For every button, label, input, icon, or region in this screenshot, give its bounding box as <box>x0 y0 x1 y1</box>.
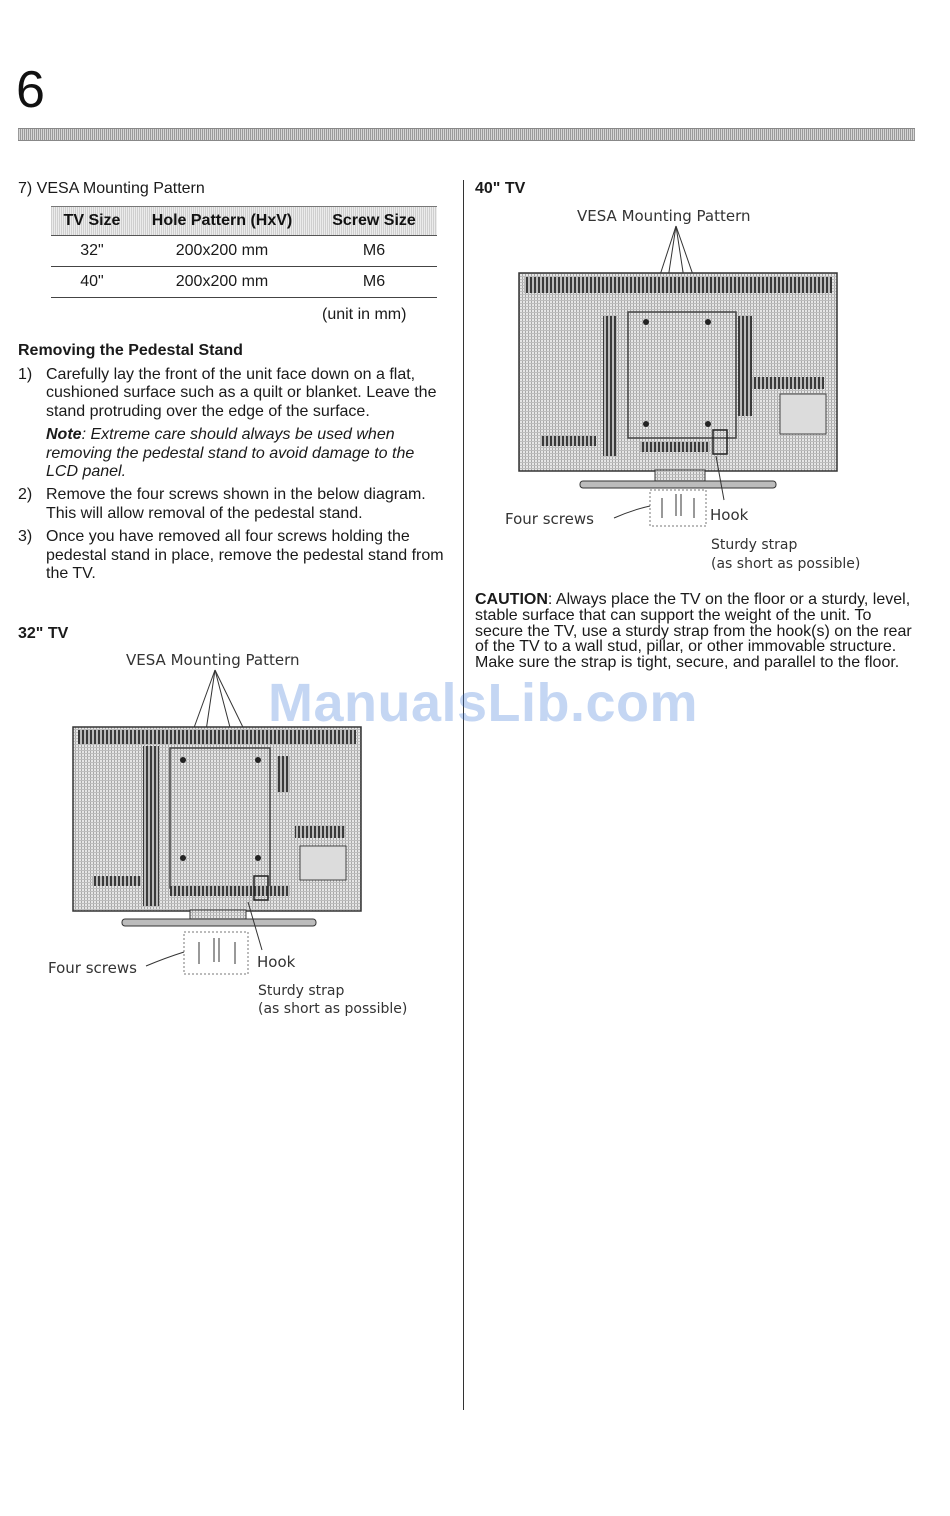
table-cell: 200x200 mm <box>133 235 311 267</box>
tv32-hook-label: Hook <box>257 953 296 971</box>
page-number: 6 <box>16 61 45 119</box>
tv32-stand-base <box>121 918 317 927</box>
tv40-mount-plate <box>627 311 737 439</box>
table-cell: 32" <box>51 235 133 267</box>
tv40-screws-detail <box>649 489 707 527</box>
step-number: 2) <box>18 486 33 504</box>
tv32-screw-icons <box>198 938 236 964</box>
steps-list: 1) Carefully lay the front of the unit f… <box>18 366 446 583</box>
tv32-strap-label: Sturdy strap <box>258 983 345 999</box>
step-text: Once you have removed all four screws ho… <box>46 528 444 583</box>
caution-text: : Always place the TV on the floor or a … <box>475 591 912 672</box>
tv40-vesa-label: VESA Mounting Pattern <box>577 207 751 225</box>
tv32-vent-bottom-center <box>170 886 290 896</box>
tv32-label-leaders <box>145 901 263 967</box>
tv32-hook <box>253 875 269 901</box>
table-header-row: TV Size Hole Pattern (HxV) Screw Size <box>51 206 437 236</box>
unit-note: (unit in mm) <box>322 306 407 323</box>
tv40-strap-label: Sturdy strap <box>711 537 798 553</box>
tv40-screw-holes <box>643 319 711 427</box>
tv32-top-vent <box>78 730 356 744</box>
table-row: 32" 200x200 mm M6 <box>51 235 437 267</box>
tv40-label-leaders <box>613 455 725 519</box>
step-number: 1) <box>18 366 33 383</box>
vesa-table: TV Size Hole Pattern (HxV) Screw Size 32… <box>51 206 437 298</box>
tv32-four-screws-label: Four screws <box>48 959 137 977</box>
removing-heading: Removing the Pedestal Stand <box>18 342 243 359</box>
table-cell: 40" <box>51 266 133 298</box>
tv40-vent-bottom <box>540 436 596 446</box>
tv32-terminal-panel <box>299 845 347 881</box>
watermark: ManualsLib.com <box>268 673 699 733</box>
step-text: Carefully lay the front of the unit face… <box>46 366 437 420</box>
header-rule <box>18 128 915 141</box>
table-row: 40" 200x200 mm M6 <box>51 266 437 298</box>
tv40-hook <box>712 429 728 455</box>
tv32-side-vent <box>143 746 159 906</box>
table-cell: M6 <box>311 235 437 267</box>
note-text: : Extreme care should always be used whe… <box>46 426 415 481</box>
tv32-vent-small <box>276 756 290 792</box>
tv40-stand-base <box>579 480 777 489</box>
tv40-hook-label: Hook <box>710 506 749 524</box>
table-header-tv-size: TV Size <box>51 206 133 236</box>
vesa-table-wrap: TV Size Hole Pattern (HxV) Screw Size 32… <box>51 206 437 298</box>
tv40-top-vent <box>524 277 832 293</box>
tv40-side-vent-left <box>603 316 617 456</box>
tv32-heading: 32" TV <box>18 625 69 642</box>
note-label: Note <box>46 426 82 444</box>
table-cell: 200x200 mm <box>133 266 311 298</box>
step-text: Remove the four screws shown in the belo… <box>46 486 426 522</box>
table-cell: M6 <box>311 266 437 298</box>
tv40-screw-icons <box>661 494 695 518</box>
list-item: 2) Remove the four screws shown in the b… <box>18 486 446 523</box>
list-item: 1) Carefully lay the front of the unit f… <box>18 366 446 421</box>
tv40-vent-bottom-center <box>640 442 710 452</box>
tv32-vesa-label: VESA Mounting Pattern <box>126 651 300 669</box>
tv40-terminal-panel <box>779 393 827 435</box>
tv32-screws-detail <box>183 931 249 975</box>
list-item: 3) Once you have removed all four screws… <box>18 528 446 583</box>
tv32-vent-bottom <box>92 876 142 886</box>
tv32-vent-right <box>295 826 345 838</box>
tv40-vent-right <box>748 377 824 389</box>
note: Note: Extreme care should always be used… <box>46 426 446 481</box>
caution-label: CAUTION <box>475 591 548 608</box>
tv32-strap-note: (as short as possible) <box>258 1001 408 1017</box>
tv40-side-vent-right <box>738 316 752 416</box>
step-number: 3) <box>18 528 33 546</box>
caution-paragraph: CAUTION: Always place the TV on the floo… <box>475 591 915 672</box>
tv32-screw-holes <box>180 757 261 861</box>
column-divider <box>463 180 464 1410</box>
vesa-heading: 7) VESA Mounting Pattern <box>18 180 205 197</box>
tv40-four-screws-label: Four screws <box>505 510 594 528</box>
tv40-heading: 40" TV <box>475 180 526 197</box>
table-header-screw-size: Screw Size <box>311 206 437 236</box>
tv40-strap-note: (as short as possible) <box>711 556 861 572</box>
tv40-stand-neck <box>654 469 706 483</box>
table-header-hole-pattern: Hole Pattern (HxV) <box>133 206 311 236</box>
